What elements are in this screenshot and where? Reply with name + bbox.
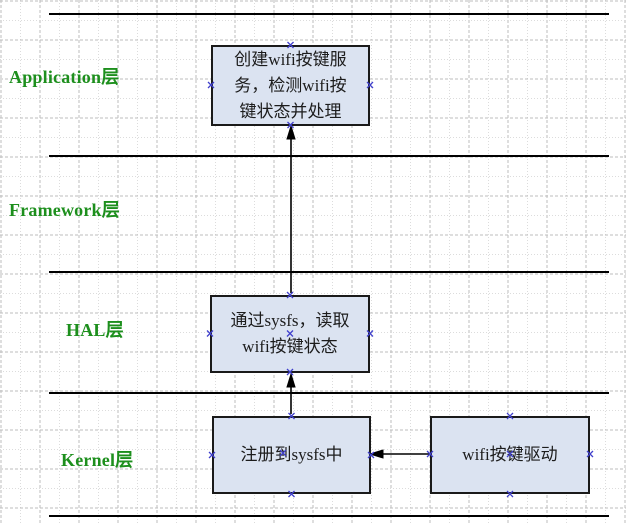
layer-label-application[interactable]: Application层: [9, 67, 120, 87]
layer-label-hal[interactable]: HAL层: [66, 320, 124, 340]
layer-separator: [49, 515, 609, 517]
box-text-line: 务，检测wifi按: [234, 75, 347, 95]
box-text-line: 通过sysfs，读取: [230, 311, 350, 330]
layer-label-framework[interactable]: Framework层: [9, 200, 120, 220]
connector-driver-to-register-arrow[interactable]: [368, 449, 429, 459]
layer-separator: [49, 392, 609, 394]
box-app-wifi-service[interactable]: 创建wifi按键服 务，检测wifi按 键状态并处理: [211, 45, 370, 126]
connector-hal-to-app-arrow[interactable]: [286, 124, 296, 293]
box-kernel-sysfs-register[interactable]: 注册到sysfs中: [212, 416, 371, 494]
box-text-line: 键状态并处理: [239, 101, 342, 121]
connector-kernel-to-hal-arrow[interactable]: [286, 372, 296, 414]
layer-separator: [49, 13, 609, 15]
box-kernel-wifi-driver[interactable]: wifi按键驱动: [430, 416, 590, 494]
box-text-line: 注册到sysfs中: [240, 445, 343, 464]
box-text-line: wifi按键状态: [242, 337, 338, 356]
box-text-line: 创建wifi按键服: [234, 49, 347, 69]
layer-separator: [49, 155, 609, 157]
layer-label-kernel[interactable]: Kernel层: [61, 450, 134, 470]
layer-separator: [49, 271, 609, 273]
box-hal-sysfs-read[interactable]: 通过sysfs，读取 wifi按键状态: [210, 295, 370, 373]
box-text-line: wifi按键驱动: [462, 445, 558, 464]
